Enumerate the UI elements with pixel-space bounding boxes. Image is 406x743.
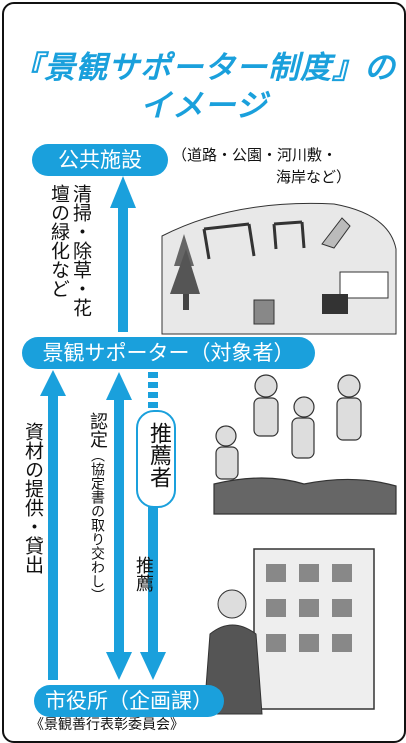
city-hall-node: 市役所（企画課） (34, 685, 224, 717)
city-hall-illustration (203, 548, 375, 715)
park-illustration (161, 202, 397, 335)
certification-label: 認定（協定書の取り交わし） (86, 412, 108, 662)
flow-arrows (40, 176, 166, 680)
recommend-label: 推薦 (133, 556, 154, 592)
materials-label: 資材の提供・貸出 (22, 422, 44, 574)
public-facilities-note: （道路・公園・河川敷・ 海岸など） (172, 144, 402, 188)
supporter-node: 景観サポーター（対象者） (22, 337, 315, 369)
certification-note: （協定書の取り交わし） (89, 448, 105, 602)
arrows-and-illustrations (40, 176, 397, 715)
recommender-badge: 推薦者 (136, 410, 176, 508)
certification-text: 認定 (87, 412, 108, 448)
recommender-label: 推薦者 (146, 422, 171, 488)
cleaning-activities-label: 清掃・除草・花壇の緑化など (48, 184, 92, 317)
diagram-title: 『景観サポーター制度』の (12, 50, 396, 86)
public-note-line1: （道路・公園・河川敷・ (172, 146, 338, 164)
public-note-line2: 海岸など） (276, 168, 352, 186)
diagram-subtitle: イメージ (140, 88, 268, 124)
volunteers-illustration (213, 374, 397, 515)
public-facilities-node: 公共施設 (32, 144, 168, 176)
committee-label: 《景観善行表彰委員会》 (30, 717, 184, 733)
